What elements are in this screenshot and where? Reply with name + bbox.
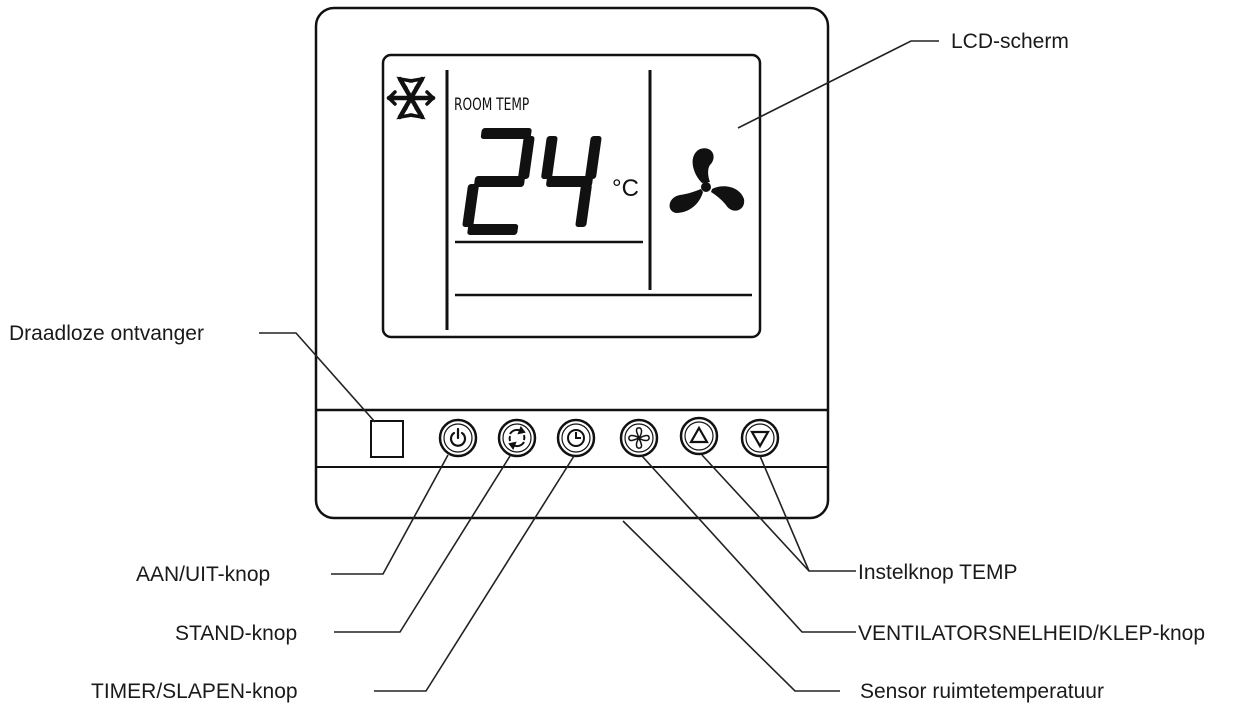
power-button[interactable] xyxy=(438,418,478,458)
fan-speed-button[interactable] xyxy=(619,418,659,458)
leader-timer-button xyxy=(374,455,575,692)
digit-2 xyxy=(462,128,535,235)
callout-temp-buttons: Instelknop TEMP xyxy=(858,561,1018,584)
clock-icon xyxy=(567,429,585,447)
callout-wireless-receiver: Draadloze ontvanger xyxy=(9,322,204,345)
callout-fan-button: VENTILATORSNELHEID/KLEP-knop xyxy=(858,622,1205,645)
callout-power-button: AAN/UIT-knop xyxy=(136,563,270,586)
leader-lines xyxy=(259,40,939,692)
lcd-screen xyxy=(381,53,762,339)
snowflake-icon xyxy=(386,76,436,120)
fan-icon xyxy=(669,148,745,213)
leader-wireless-receiver xyxy=(259,332,376,423)
wireless-receiver xyxy=(370,420,404,458)
leader-lcd-screen xyxy=(737,40,939,129)
callout-lcd-screen: LCD-scherm xyxy=(951,30,1069,53)
temp-down-button[interactable] xyxy=(740,418,780,458)
triangle-up-icon xyxy=(689,425,709,444)
leader-fan-button xyxy=(641,455,856,633)
leader-room-sensor xyxy=(622,520,840,692)
leader-mode-button xyxy=(334,455,511,633)
digit-4 xyxy=(541,136,602,227)
mode-button[interactable] xyxy=(497,418,537,458)
mode-cycle-icon xyxy=(508,425,526,451)
temperature-readout xyxy=(462,128,602,235)
room-temp-label: ROOM TEMP xyxy=(454,95,529,115)
leader-temp-down xyxy=(759,455,810,572)
callout-mode-button: STAND-knop xyxy=(175,622,297,645)
leader-power-button xyxy=(331,454,449,575)
callout-room-sensor: Sensor ruimtetemperatuur xyxy=(860,680,1104,703)
fan-icon xyxy=(628,427,650,449)
temp-up-button[interactable] xyxy=(679,416,719,456)
triangle-down-icon xyxy=(750,430,770,449)
temperature-unit: °C xyxy=(612,175,639,202)
power-icon xyxy=(449,427,467,447)
callout-timer-button: TIMER/SLAPEN-knop xyxy=(91,680,298,703)
timer-button[interactable] xyxy=(556,418,596,458)
